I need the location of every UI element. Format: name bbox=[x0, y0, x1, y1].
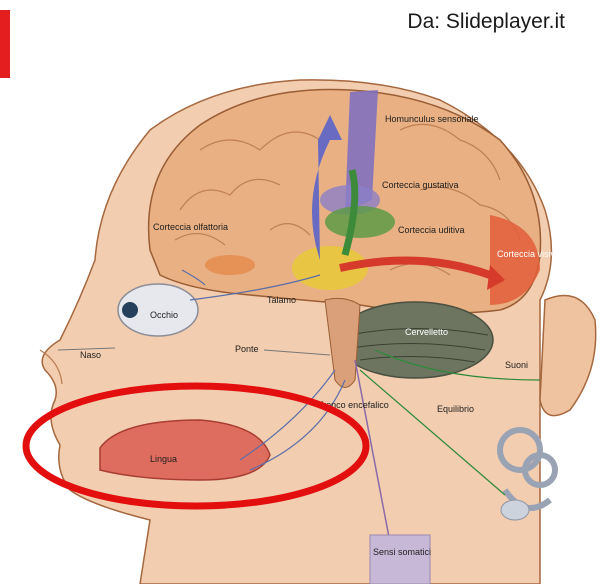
auditory-region bbox=[325, 206, 395, 238]
label-tongue: Lingua bbox=[150, 454, 177, 464]
label-sounds: Suoni bbox=[505, 360, 528, 370]
label-visual-cortex: Corteccia visiva bbox=[497, 249, 560, 259]
label-balance: Equilibrio bbox=[437, 404, 474, 414]
label-cerebellum: Cervelletto bbox=[405, 327, 448, 337]
label-gustatory-cortex: Corteccia gustativa bbox=[382, 180, 459, 190]
label-pons: Ponte bbox=[235, 344, 259, 354]
label-thalamus: Talamo bbox=[267, 295, 296, 305]
label-auditory-cortex: Corteccia uditiva bbox=[398, 225, 465, 235]
label-eye: Occhio bbox=[150, 310, 178, 320]
label-somatic-senses: Sensi somatici bbox=[373, 547, 431, 557]
label-nose: Naso bbox=[80, 350, 101, 360]
label-olfactory-cortex: Corteccia olfattoria bbox=[153, 222, 228, 232]
cerebellum bbox=[337, 302, 493, 378]
olfactory-region bbox=[205, 255, 255, 275]
somatic-senses-box bbox=[370, 535, 430, 584]
label-homunculus: Homunculus sensoriale bbox=[385, 114, 479, 124]
ear bbox=[540, 296, 596, 416]
